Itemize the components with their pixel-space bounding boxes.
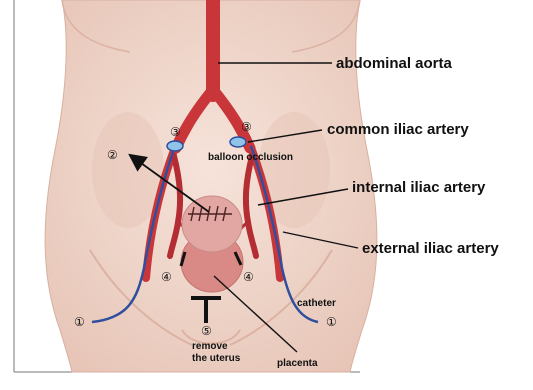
balloon-left xyxy=(167,141,183,151)
marker-three-right: ③ xyxy=(241,120,252,134)
label-balloon-occlusion: balloon occlusion xyxy=(208,152,293,163)
marker-one-right: ① xyxy=(326,315,337,329)
label-abdominal-aorta: abdominal aorta xyxy=(336,55,453,72)
label-external-iliac-artery: external iliac artery xyxy=(362,240,499,257)
label-remove-line2: the uterus xyxy=(192,353,241,364)
label-common-iliac-artery: common iliac artery xyxy=(327,121,469,138)
label-remove-line1: remove xyxy=(192,341,228,352)
balloon-right xyxy=(230,137,246,147)
label-placenta: placenta xyxy=(277,358,318,369)
marker-four-left: ④ xyxy=(161,270,172,284)
label-catheter: catheter xyxy=(297,298,336,309)
marker-one-left: ① xyxy=(74,315,85,329)
label-internal-iliac-artery: internal iliac artery xyxy=(352,179,486,196)
placenta-disc xyxy=(182,196,242,252)
marker-two: ② xyxy=(107,148,118,162)
marker-five: ⑤ xyxy=(201,324,212,338)
marker-three-left: ③ xyxy=(170,125,181,139)
marker-four-right: ④ xyxy=(243,270,254,284)
